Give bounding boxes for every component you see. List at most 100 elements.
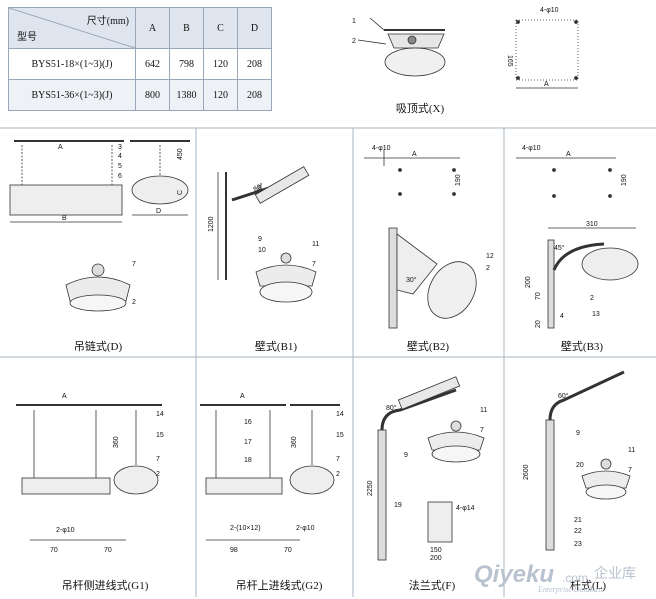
grid-lines xyxy=(0,127,656,597)
dim-c-label: C xyxy=(177,190,184,195)
part-20-label: 20 xyxy=(576,462,584,469)
part-7-label: 7 xyxy=(336,456,340,463)
column-header-d: D xyxy=(237,7,272,49)
dim-4-label: 4 xyxy=(560,313,564,320)
rod-top-drawing: A 16 17 18 14 15 7 2 360 2-(10×12) 2-φ10… xyxy=(200,393,344,554)
part-21-label: 21 xyxy=(574,517,582,524)
caption-wall-b2: 壁式(B2) xyxy=(406,341,450,353)
part-11-label: 11 xyxy=(480,407,487,414)
part-10-label: 10 xyxy=(258,247,266,254)
angle-80-label: 80° xyxy=(386,404,397,412)
watermark-cn: 企业库 xyxy=(594,565,636,582)
watermark-domain: .com xyxy=(562,571,588,585)
part-7-label: 7 xyxy=(312,261,316,268)
table-row: BYS51-36×(1~3)(J) 800 1380 120 208 xyxy=(8,79,272,111)
dim-1200-label: 1200 xyxy=(208,216,215,232)
dim-a-label: A xyxy=(566,151,571,158)
caption-chain: 吊链式(D) xyxy=(73,341,123,353)
angle-60-label: 60° xyxy=(558,392,569,400)
wall-b1-drawing: 1200 80° 8 9 10 11 7 xyxy=(208,166,319,303)
table-header-corner: 尺寸(mm) 型号 xyxy=(8,7,136,49)
dim-70-label: 70 xyxy=(284,547,292,554)
part-6-label: 6 xyxy=(118,173,122,180)
part-7-label: 7 xyxy=(480,427,484,434)
dim-200-label: 200 xyxy=(430,555,442,562)
part-9-label: 9 xyxy=(258,236,262,243)
caption-ceiling: 吸顶式(X) xyxy=(395,103,445,115)
header-model-label: 型号 xyxy=(17,32,37,43)
caption-flange: 法兰式(F) xyxy=(408,580,456,592)
dim-190-label: 190 xyxy=(455,174,462,186)
holes-label: 2-(10×12) xyxy=(230,525,261,532)
caption-wall-b3: 壁式(B3) xyxy=(560,341,604,353)
part-2-label: 2 xyxy=(132,299,136,306)
part-8-label: 8 xyxy=(258,185,262,192)
wall-b2-drawing: 4-φ10 A 190 30° 12 2 xyxy=(364,145,494,329)
caption-pole: 杆式(L) xyxy=(569,580,607,592)
part-7-label: 7 xyxy=(628,467,632,474)
dimension-table: 尺寸(mm) 型号 A B C D BYS51-18×(1~3)(J) 642 … xyxy=(8,7,272,111)
dim-360-label: 360 xyxy=(291,436,298,448)
watermark-tagline: Enterprise Database xyxy=(537,585,605,594)
holes-label: 4-φ10 xyxy=(522,145,541,152)
dim-200-label: 200 xyxy=(525,276,532,288)
holes-label: 4-φ14 xyxy=(456,505,475,512)
rod-side-drawing: A 14 15 7 2 360 2-φ10 70 70 xyxy=(16,393,164,554)
angle-30-label: 30° xyxy=(406,276,417,284)
header-dimension-label: 尺寸(mm) xyxy=(86,16,129,27)
part-15-label: 15 xyxy=(336,432,344,439)
model-cell: BYS51-18×(1~3)(J) xyxy=(8,48,136,80)
ceiling-mount-drawing: 1 2 4-φ10 A 165 xyxy=(352,7,579,89)
caption-rod-side: 吊杆侧进线式(G1) xyxy=(61,580,149,592)
part-7-label: 7 xyxy=(132,261,136,268)
value-cell: 208 xyxy=(237,79,272,111)
caption-wall-b1: 壁式(B1) xyxy=(254,341,298,353)
dim-d-label: D xyxy=(156,208,161,215)
part-17-label: 17 xyxy=(244,439,252,446)
part-13-label: 13 xyxy=(592,311,600,318)
part-2-label: 2 xyxy=(336,471,340,478)
part-19-label: 19 xyxy=(394,502,402,509)
dim-a-label: A xyxy=(240,393,245,400)
holes-label: 4-φ10 xyxy=(540,7,559,14)
wall-b3-drawing: 4-φ10 A 190 310 45° 200 70 20 4 2 13 xyxy=(516,145,639,329)
dim-310-label: 310 xyxy=(586,221,598,228)
part-7-label: 7 xyxy=(156,456,160,463)
dim-a-label: A xyxy=(62,393,67,400)
dim-2600-label: 2600 xyxy=(523,464,530,480)
part-4-label: 4 xyxy=(118,153,122,160)
part-2-label: 2 xyxy=(156,471,160,478)
part-18-label: 18 xyxy=(244,457,252,464)
dim-2250-label: 2250 xyxy=(367,480,374,496)
part-14-label: 14 xyxy=(336,411,344,418)
table-row: BYS51-18×(1~3)(J) 642 798 120 208 xyxy=(8,48,272,80)
dim-70-label: 70 xyxy=(535,292,542,300)
part-9-label: 9 xyxy=(576,430,580,437)
dim-450-label: 450 xyxy=(177,148,184,160)
part-22-label: 22 xyxy=(574,528,582,535)
part-12-label: 12 xyxy=(486,253,494,260)
watermark-brand: Qiyeku xyxy=(474,561,554,588)
dim-20-label: 20 xyxy=(535,320,542,328)
part-11-label: 11 xyxy=(628,447,635,454)
dim-70-label: 70 xyxy=(104,547,112,554)
part-11-label: 11 xyxy=(312,241,319,248)
value-cell: 1380 xyxy=(169,79,204,111)
dim-a-label: A xyxy=(412,151,417,158)
dim-a-label: A xyxy=(544,81,549,88)
dim-190-label: 190 xyxy=(621,174,628,186)
chain-mount-drawing: B A 3 4 5 6 D 450 C 7 2 xyxy=(9,140,190,312)
part-1-label: 1 xyxy=(352,18,356,25)
dim-70-label: 70 xyxy=(50,547,58,554)
part-16-label: 16 xyxy=(244,419,252,426)
part-23-label: 23 xyxy=(574,541,582,548)
column-header-c: C xyxy=(203,7,238,49)
flange-drawing: 80° 9 19 2250 11 7 4-φ14 150 200 xyxy=(367,376,487,562)
holes-label: 4-φ10 xyxy=(372,145,391,152)
part-2-label: 2 xyxy=(486,265,490,272)
caption-rod-top: 吊杆上进线式(G2) xyxy=(235,580,323,592)
angle-45-label: 45° xyxy=(554,244,565,252)
dim-360-label: 360 xyxy=(113,436,120,448)
part-2-label: 2 xyxy=(590,295,594,302)
